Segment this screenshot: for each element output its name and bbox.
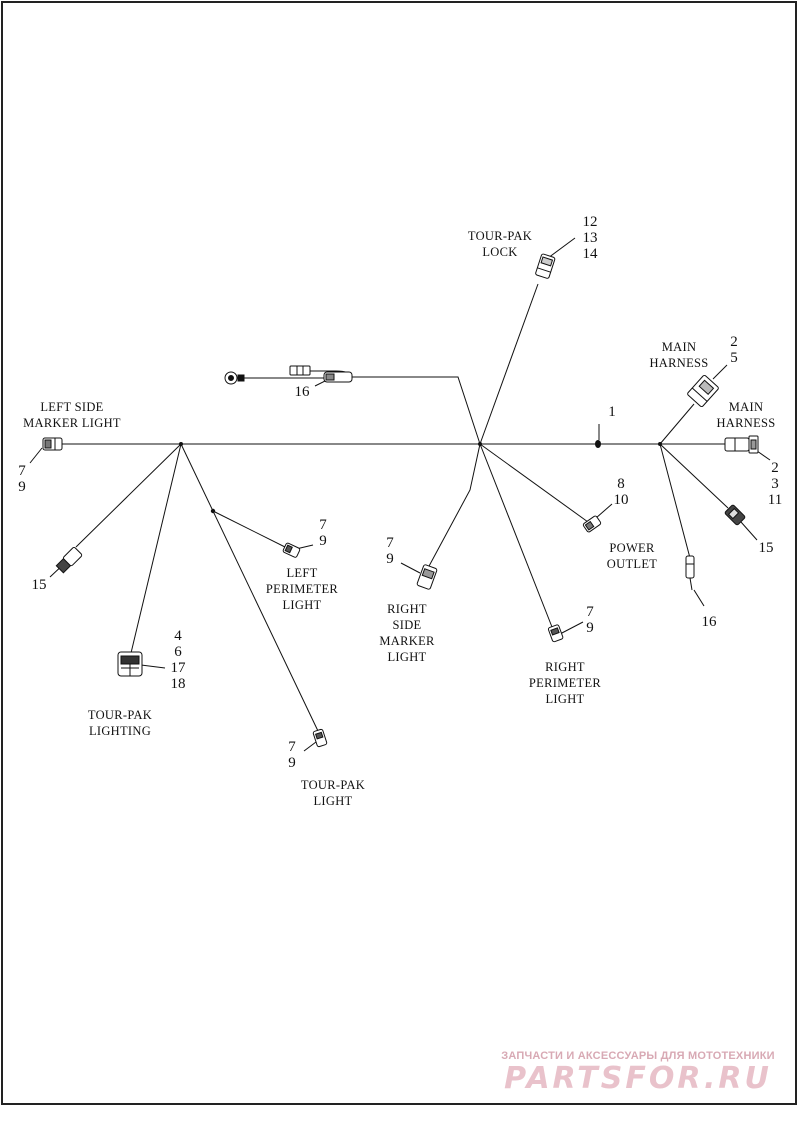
- connector-16-right: [685, 555, 695, 591]
- main-harness-upper-connector: [687, 374, 719, 408]
- connector-15-left-wire: [75, 443, 182, 548]
- drawing-border: [1, 1, 797, 1105]
- connector-15-right: [724, 504, 746, 526]
- tour-pak-light-wire: [180, 443, 319, 732]
- center-junction-node: [478, 442, 482, 446]
- tour-pak-lock-wire: [479, 283, 539, 445]
- callout-ground-lead-16: 16: [294, 384, 310, 400]
- callout-connector-15-right: 15: [758, 540, 774, 556]
- power-outlet-wire: [479, 443, 589, 523]
- leader-tpl: [303, 741, 317, 752]
- tour-pak-light-connector: [312, 728, 328, 748]
- main-harness-right-connector: [724, 435, 759, 454]
- left-junction-node: [179, 442, 183, 446]
- tour-pak-lock-connector: [535, 253, 556, 279]
- left-side-marker-connector: [42, 437, 63, 451]
- ground-lead-tap-connector: [289, 365, 311, 376]
- main-harness-upper-wire: [659, 403, 695, 445]
- left-perimeter-connector: [282, 542, 301, 558]
- left-perimeter-wire: [212, 510, 288, 549]
- leader-lighting: [140, 664, 166, 669]
- right-side-marker-connector: [416, 564, 438, 590]
- left-perimeter-splice-node: [210, 508, 216, 514]
- connector-16-right-wire: [659, 443, 691, 559]
- leader-harness-right: [756, 450, 771, 461]
- leader-16: [314, 380, 326, 387]
- leader-lock: [547, 237, 576, 259]
- callout-junction-1: 1: [608, 404, 616, 420]
- leader-rp: [559, 621, 584, 635]
- connector-15-left: [55, 547, 83, 574]
- ground-ring-terminal: [224, 371, 245, 385]
- leader-power-outlet: [595, 503, 613, 519]
- tour-pak-lighting-wire: [130, 443, 182, 654]
- leader-lsm: [29, 447, 43, 464]
- leader-16-right: [693, 589, 705, 607]
- callout-connector-15-left: 15: [31, 577, 47, 593]
- leader-15-right: [740, 521, 758, 541]
- callout-connector-16-right: 16: [701, 614, 717, 630]
- ground-lead-fuse-holder: [323, 371, 353, 383]
- tour-pak-lighting-connector: [117, 651, 143, 677]
- right-perimeter-wire: [479, 443, 553, 628]
- ground-lead-wire: [352, 376, 481, 445]
- right-perimeter-connector: [547, 624, 564, 643]
- splice-1: [595, 440, 601, 448]
- leader-harness-upper: [712, 364, 728, 380]
- connector-15-right-wire: [659, 443, 729, 509]
- watermark-tagline: ЗАПЧАСТИ И АКСЕССУАРЫ ДЛЯ МОТОТЕХНИКИ: [501, 1050, 775, 1062]
- watermark-logo: PARTSFOR.RU: [504, 1061, 772, 1096]
- watermark: ЗАПЧАСТИ И АКСЕССУАРЫ ДЛЯ МОТОТЕХНИКИ PA…: [488, 1050, 788, 1096]
- leader-rsm: [400, 562, 421, 574]
- power-outlet-connector: [582, 515, 602, 533]
- right-side-marker-wire: [427, 443, 481, 569]
- right-junction-node: [658, 442, 662, 446]
